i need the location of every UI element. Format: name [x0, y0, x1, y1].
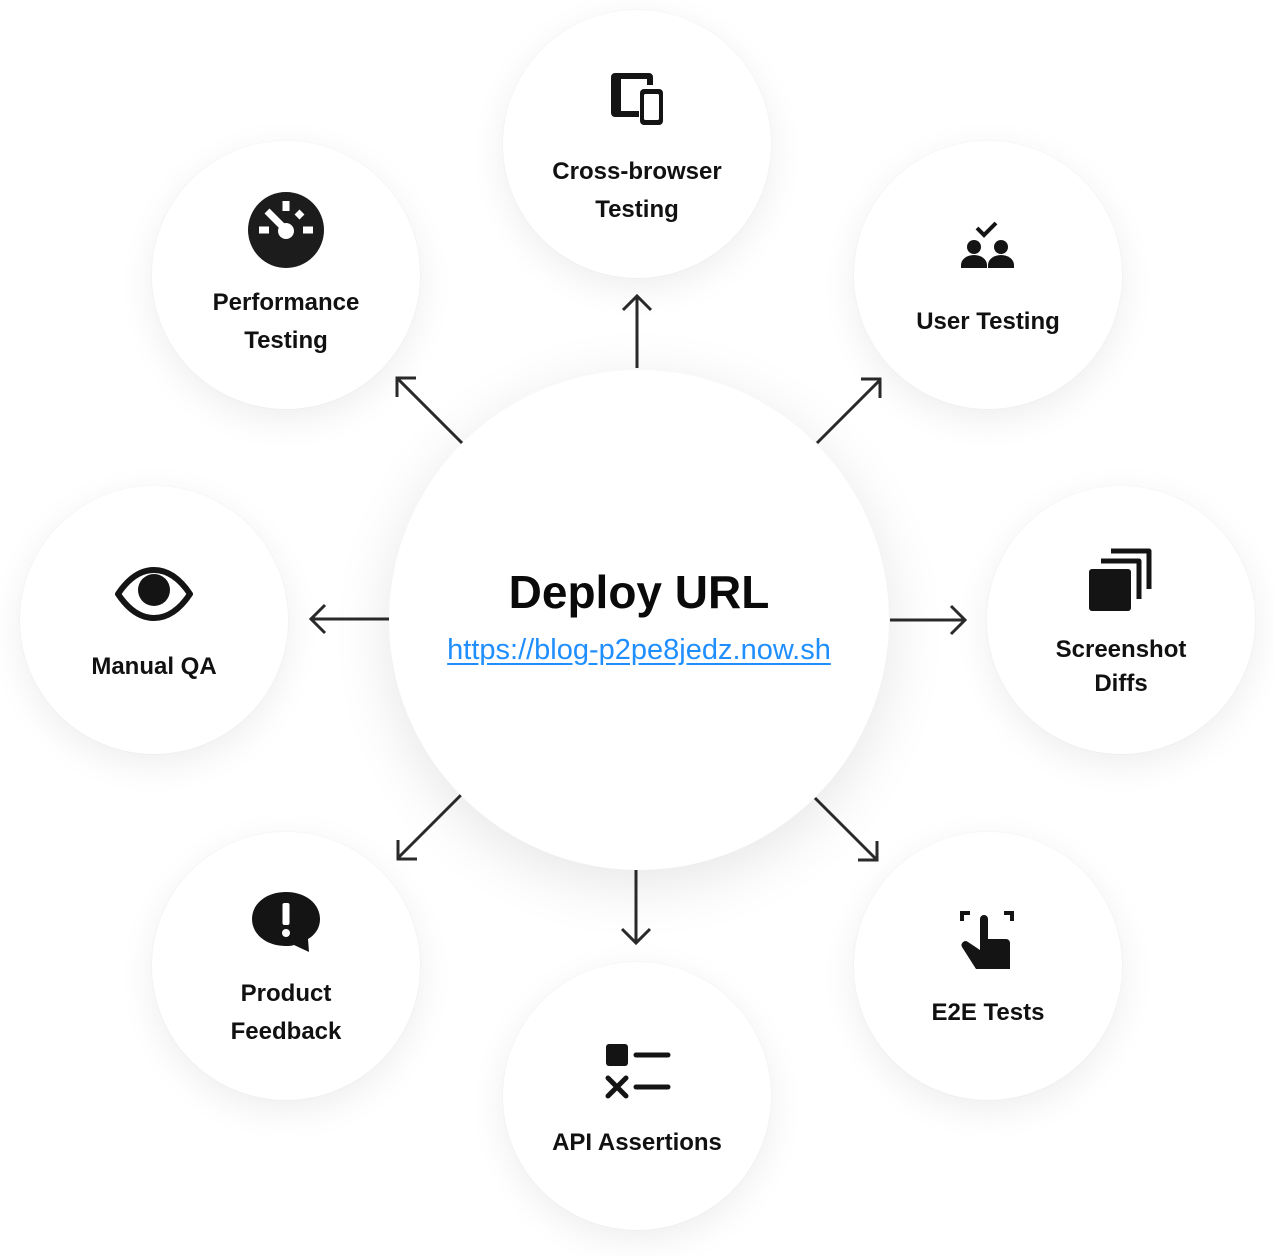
- arrow-right: [890, 604, 968, 636]
- arrow-down: [620, 870, 652, 946]
- node-manual-qa: Manual QA: [20, 486, 288, 754]
- arrow-left: [308, 603, 389, 635]
- arrow-up-left: [395, 376, 464, 445]
- arrow-down-left: [396, 793, 463, 861]
- node-label: Performance Testing: [212, 289, 360, 354]
- devices-icon: [597, 59, 677, 139]
- checklist-icon: [597, 1030, 677, 1110]
- node-product-feedback: Product Feedback: [152, 832, 420, 1100]
- speedometer-icon: [246, 190, 326, 270]
- node-cross-browser-testing: Cross-browser Testing: [503, 10, 771, 278]
- users-check-icon: [948, 209, 1028, 289]
- arrow-up: [621, 293, 653, 368]
- node-e2e-tests: E2E Tests: [854, 832, 1122, 1100]
- arrow-down-right: [813, 796, 879, 862]
- eye-icon: [114, 554, 194, 634]
- node-label: Manual QA: [91, 653, 217, 680]
- node-label: API Assertions: [552, 1129, 722, 1156]
- deploy-url-node: Deploy URL https://blog-p2pe8jedz.now.sh: [389, 370, 889, 870]
- node-api-assertions: API Assertions: [503, 962, 771, 1230]
- node-label: E2E Tests: [931, 999, 1045, 1026]
- stacked-squares-icon: [1081, 539, 1161, 619]
- node-label: Screenshot Diffs: [1055, 636, 1187, 697]
- deploy-url-link[interactable]: https://blog-p2pe8jedz.now.sh: [447, 633, 831, 666]
- node-label: User Testing: [916, 308, 1060, 335]
- deploy-url-title: Deploy URL: [508, 565, 770, 618]
- node-screenshot-diffs: Screenshot Diffs: [987, 486, 1255, 754]
- node-label: Product Feedback: [230, 980, 342, 1045]
- tap-gesture-icon: [948, 900, 1028, 980]
- speech-bubble-alert-icon: [246, 881, 326, 961]
- arrow-up-right: [815, 377, 882, 445]
- node-performance-testing: Performance Testing: [152, 141, 420, 409]
- node-user-testing: User Testing: [854, 141, 1122, 409]
- node-label: Cross-browser Testing: [552, 158, 722, 223]
